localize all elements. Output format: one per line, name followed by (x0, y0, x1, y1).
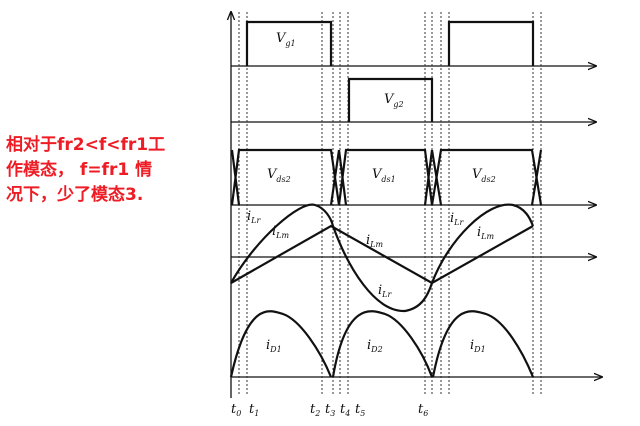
annotation-line-2: 作模态， f=fr1 情 (6, 160, 153, 180)
vg1-pulse-1 (245, 20, 333, 66)
annotation-line-1: 相对于fr2<f<fr1工 (6, 135, 166, 155)
label-vds2-a: Vds2 (267, 167, 291, 184)
id1-arch-1 (229, 310, 333, 378)
label-ilr-b: iLr (378, 283, 392, 299)
vg1-pulse-2 (447, 20, 535, 66)
label-ilr-c: iLr (450, 211, 464, 227)
label-t6: t6 (418, 402, 428, 418)
label-id1-b: iD1 (470, 338, 486, 354)
id1-arch-2 (431, 310, 535, 378)
id2-arch (331, 310, 434, 378)
mode-annotation: 相对于fr2<f<fr1工 作模态， f=fr1 情 况下，少了模态3. (6, 133, 216, 208)
annotation-line-3: 况下，少了模态3. (6, 185, 144, 205)
label-ilr-a: iLr (247, 209, 261, 225)
ilm-waveform (230, 224, 534, 285)
label-id2: iD2 (367, 338, 383, 354)
vds-crossing-edges (230, 149, 543, 206)
vg2-pulse (347, 77, 434, 122)
label-vg1: Vg1 (276, 31, 296, 48)
ilr-waveform (230, 203, 535, 313)
label-ilm-b: iLm (366, 233, 383, 249)
label-vds2-b: Vds2 (472, 167, 496, 184)
label-t5: t5 (355, 402, 365, 418)
label-t4: t4 (340, 402, 350, 418)
label-id1-a: iD1 (266, 338, 282, 354)
label-vds1: Vds1 (372, 167, 396, 184)
label-t2: t2 (310, 402, 320, 418)
vds-upper-edges (230, 148, 543, 206)
label-ilm-a: iLm (272, 224, 289, 240)
label-t1: t1 (249, 402, 259, 418)
label-t3: t3 (325, 402, 335, 418)
time-guides (238, 12, 542, 396)
label-ilm-c: iLm (477, 225, 494, 241)
label-t0: t0 (231, 402, 241, 418)
label-vg2: Vg2 (384, 92, 404, 109)
